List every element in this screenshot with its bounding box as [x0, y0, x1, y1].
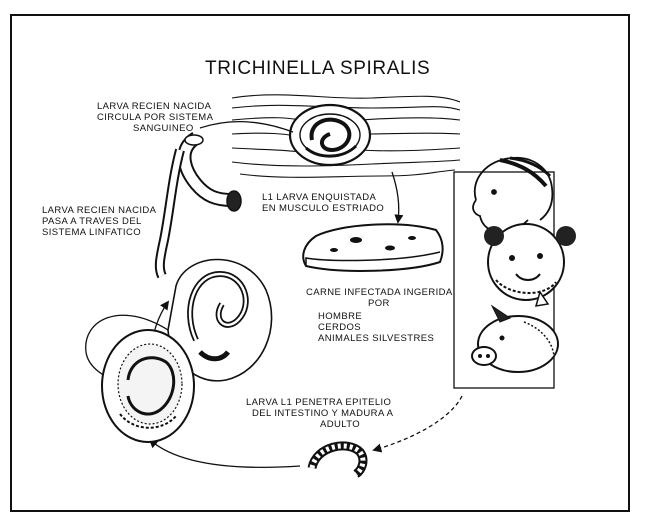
label-encyst-line1: L1 LARVA ENQUISTADA [262, 192, 376, 203]
label-encyst-line2: EN MUSCULO ESTRIADO [262, 203, 384, 214]
intestinal-worm-drawing [312, 446, 363, 474]
human-head-drawing [473, 158, 552, 232]
label-blood-line1: LARVA RECIEN NACIDA [97, 101, 211, 112]
pig-drawing [472, 306, 558, 372]
label-host-human: HOMBRE [318, 311, 362, 322]
female-worm-drawing [102, 330, 194, 442]
label-intestine-line1: LARVA L1 PENETRA EPITELIO [246, 397, 391, 408]
bear-drawing [484, 224, 576, 306]
encysted-larva-cyst [290, 105, 370, 165]
arrow-worm-to-female [150, 440, 300, 467]
label-blood-line3: SANGUINEO [133, 123, 194, 134]
label-host-wild: ANIMALES SILVESTRES [318, 333, 434, 344]
blood-vessel-drawing [160, 135, 241, 276]
label-meat-line2: POR [368, 298, 390, 309]
label-lymph-line1: LARVA RECIEN NACIDA [42, 205, 156, 216]
label-blood-line2: CIRCULA POR SISTEMA [97, 112, 213, 123]
label-lymph-line2: PASA A TRAVES DEL [42, 216, 142, 227]
label-meat-line1: CARNE INFECTADA INGERIDA [306, 287, 453, 298]
infected-meat-drawing [303, 224, 442, 271]
connector-blood-to-cyst [200, 122, 293, 132]
label-intestine-line3: ADULTO [320, 419, 360, 430]
arrow-cyst-to-meat [392, 172, 399, 222]
label-intestine-line2: DEL INTESTINO Y MADURA A [252, 408, 393, 419]
label-lymph-line3: SISTEMA LINFATICO [42, 227, 141, 238]
label-host-pigs: CERDOS [318, 322, 361, 333]
